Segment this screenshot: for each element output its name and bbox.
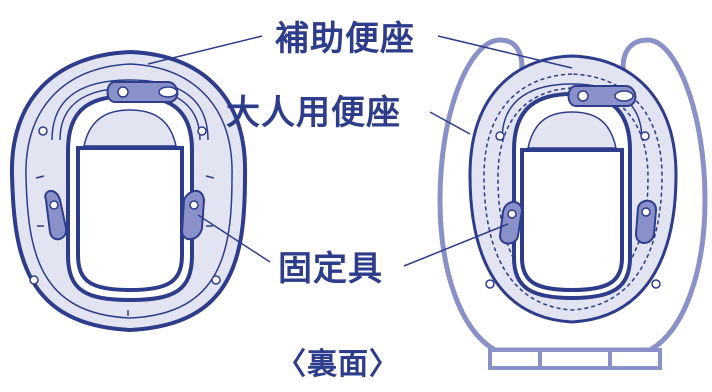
- aux-seat-on-adult-dot: [495, 131, 505, 141]
- aux-seat-clip: [106, 81, 179, 103]
- label-fixture: 固定具: [278, 249, 383, 289]
- adult-seat-assembly: [437, 37, 708, 370]
- aux-seat-on-adult-fixture-right: [634, 199, 658, 244]
- aux-seat-dot: [197, 126, 207, 136]
- aux-seat-on-adult-dot: [485, 279, 495, 289]
- leader-adult: [429, 111, 471, 135]
- aux-seat-on-adult-dashed-rim: [483, 73, 663, 311]
- label-adult-seat: 大人用便座: [226, 93, 401, 133]
- aux-seat-on-adult-dot: [651, 279, 661, 289]
- aux-seat-inner-rim: [25, 63, 233, 319]
- aux-seat-on-adult-arc-rib: [501, 83, 643, 141]
- label-back-side: 〈裏面〉: [276, 347, 400, 382]
- aux-seat-ticks: [35, 175, 215, 316]
- auxiliary-seat-left: [9, 49, 248, 333]
- aux-seat-on-adult-fixture-left: [498, 201, 524, 245]
- aux-seat-on-adult-opening: [520, 148, 624, 293]
- leader-aux-left: [147, 35, 263, 65]
- aux-seat-opening-shade: [83, 109, 177, 147]
- aux-seat-on-adult-dot: [640, 131, 650, 141]
- aux-seat-on-adult-clip: [567, 85, 637, 107]
- aux-seat-arc-rib-outer: [51, 79, 209, 141]
- aux-seat-fixture-right: [180, 190, 206, 241]
- label-auxiliary-seat: 補助便座: [275, 19, 415, 59]
- adult-seat-base: [488, 348, 662, 370]
- aux-seat-dot: [29, 275, 39, 285]
- aux-seat-opening: [76, 146, 184, 293]
- aux-seat-fixture-left: [44, 190, 68, 241]
- leader-lines: [147, 35, 573, 267]
- aux-seat-dot: [211, 275, 221, 285]
- leader-fixture-left: [197, 214, 271, 263]
- leader-aux-right: [437, 35, 573, 69]
- aux-seat-on-adult-opening-shade: [527, 111, 617, 149]
- aux-seat-dot: [38, 126, 48, 136]
- leader-fixture-right: [403, 223, 509, 267]
